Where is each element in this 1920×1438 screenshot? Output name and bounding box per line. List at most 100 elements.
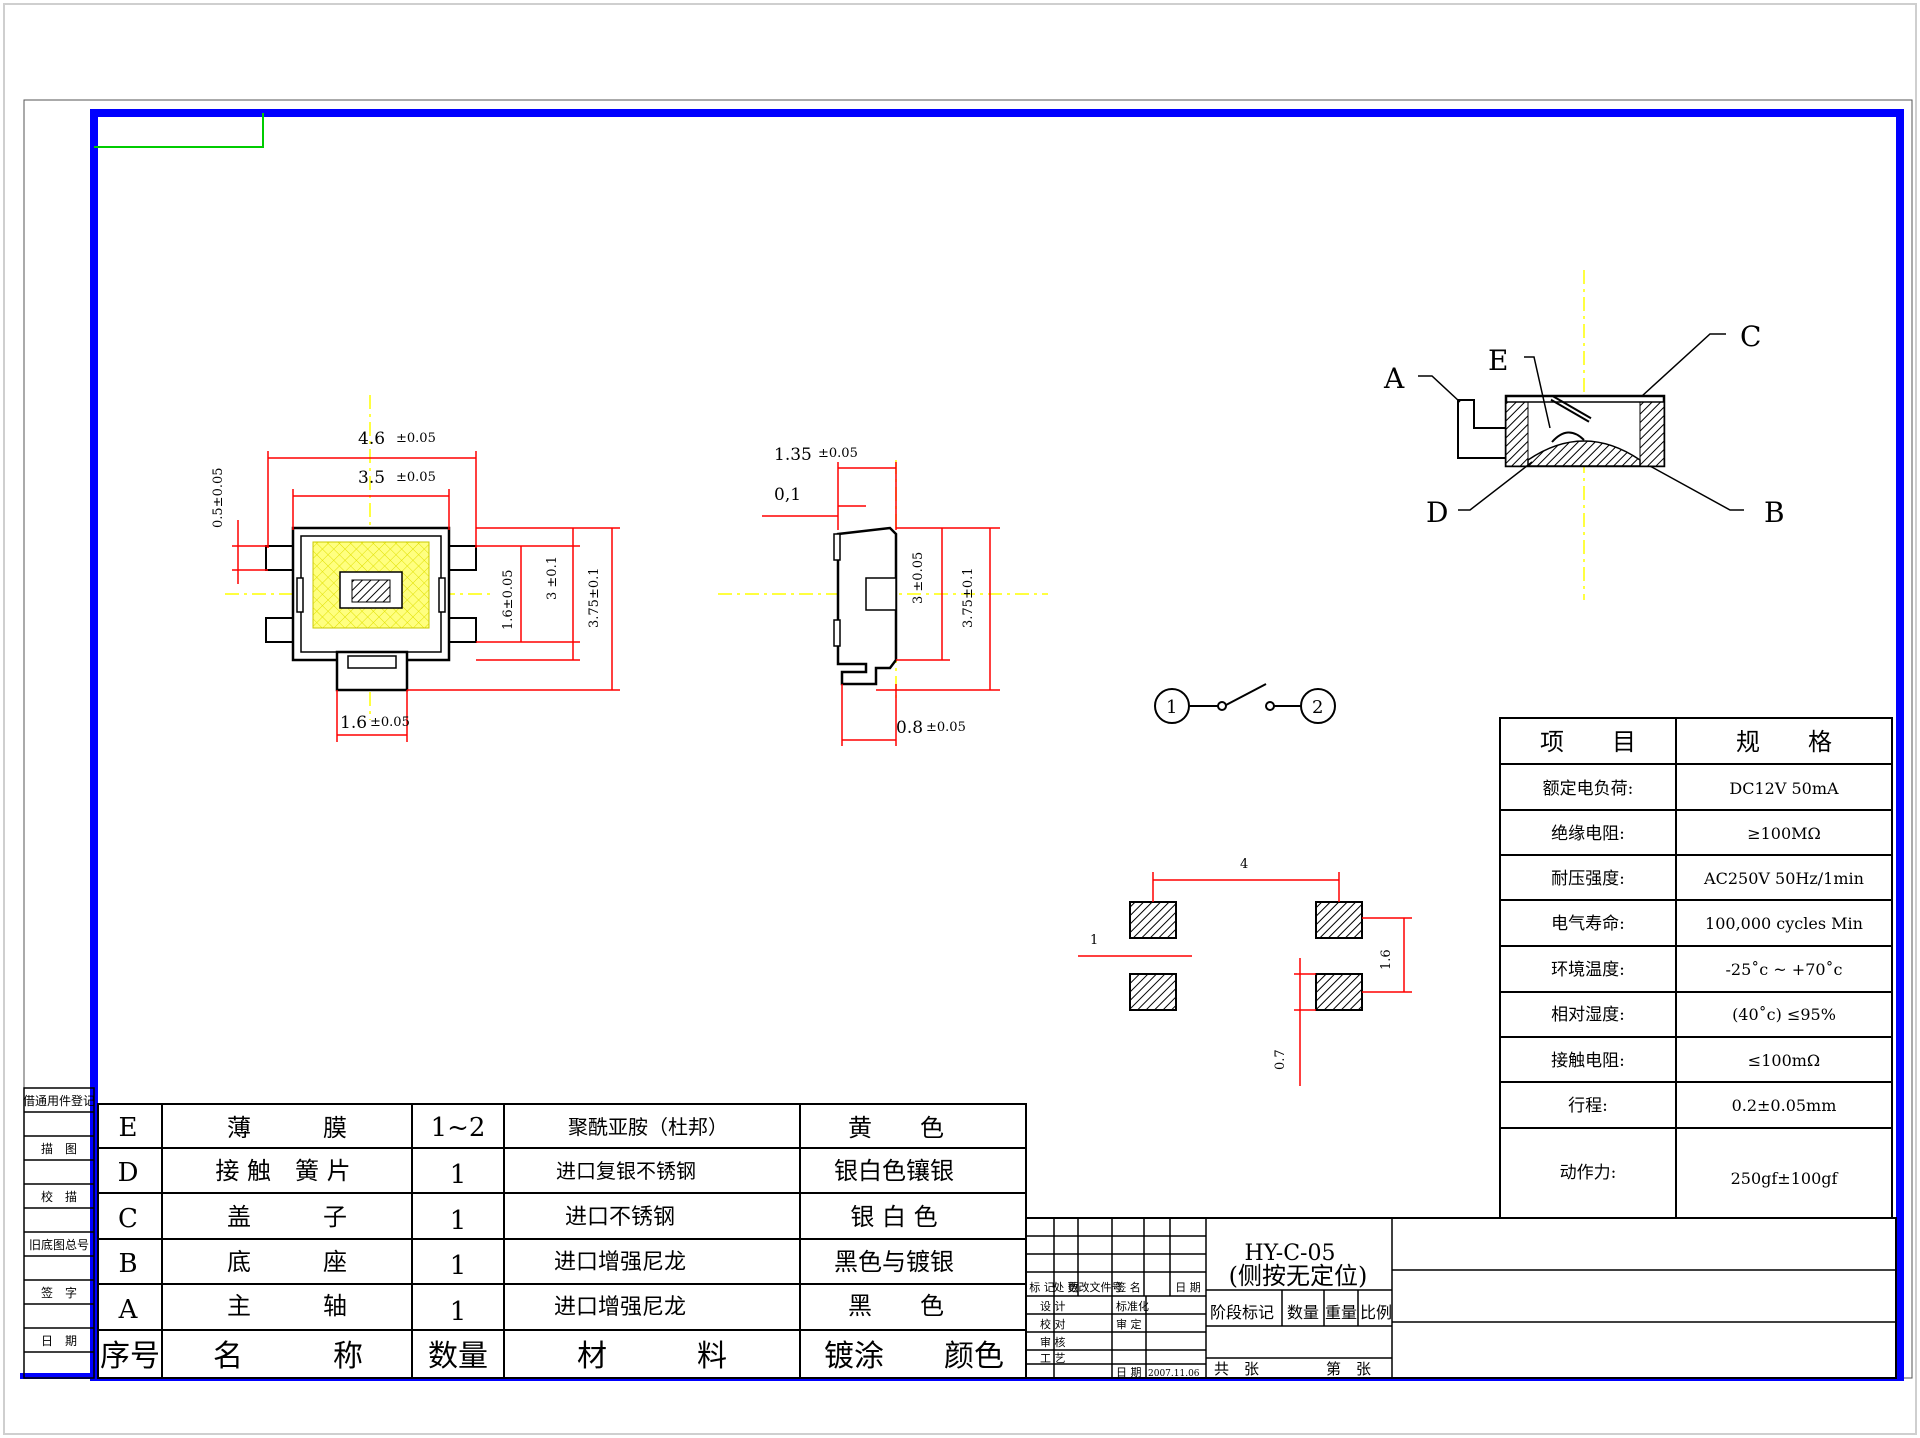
spec-row-label: 相对湿度: [1551, 1005, 1625, 1025]
dim-overall-width: 4.6 [358, 429, 385, 449]
tol-bottom: ±0.05 [926, 720, 966, 735]
bom-header-name: 名 称 [213, 1339, 363, 1374]
rev-header: 标 记 [1029, 1280, 1055, 1294]
stage-header: 数量 [1287, 1303, 1319, 1322]
bom-qty: 1 [450, 1297, 467, 1327]
strip-label: 校 描 [41, 1189, 77, 1204]
bom-index: C [118, 1204, 138, 1234]
spec-row-label: 耐压强度: [1551, 869, 1625, 889]
label-b: B [1764, 496, 1785, 529]
bom-name: 底 座 [227, 1248, 347, 1276]
spec-header-value: 规 格 [1736, 728, 1832, 756]
dim-side-body: 3 ±0.05 [911, 552, 926, 604]
bom-material: 进口增强尼龙 [554, 1250, 686, 1275]
bom-header-qty: 数量 [428, 1339, 488, 1374]
dim-gap: 0,1 [774, 485, 801, 505]
bom-index: D [118, 1158, 139, 1188]
dim-body-height: 3 ±0.1 [545, 556, 560, 600]
green-corner-mark [94, 113, 264, 148]
section-view: A B C D E [1383, 270, 1785, 600]
pad-pitch: 4 [1240, 857, 1248, 872]
bom-qty: 1 [450, 1206, 467, 1236]
dim-side-overall: 3.75±0.1 [961, 567, 976, 628]
dim-bottom: 0.8 [896, 718, 923, 738]
spec-row-label: 电气寿命: [1551, 914, 1625, 934]
drawing-date: 2007.11.06 [1148, 1369, 1200, 1379]
bom-material: 聚酰亚胺（杜邦） [568, 1115, 728, 1139]
bom-index: B [118, 1249, 137, 1279]
rev-header: 处 数 [1053, 1281, 1079, 1294]
tol-overall-width: ±0.05 [396, 431, 436, 446]
bom-header-index: 序号 [100, 1339, 160, 1374]
dim-body-width: 3.5 [358, 468, 385, 488]
spec-row-label: 额定电负荷: [1543, 779, 1634, 799]
spec-row-value: ≥100MΩ [1747, 824, 1821, 843]
spec-row-value: DC12V 50mA [1729, 779, 1839, 798]
spec-row-value: 0.2±0.05mm [1732, 1096, 1837, 1115]
role-label: 标准化 [1116, 1299, 1149, 1313]
spec-row-label: 环境温度: [1551, 960, 1625, 980]
label-e: E [1488, 344, 1508, 377]
title-block: 标 记 处 数 更改文件号 签 名 日 期 设 计 校 对 审 核 工 艺 标准… [1025, 1217, 1897, 1379]
role-label: 审 定 [1116, 1317, 1142, 1331]
bom-header-finish: 镀涂 颜色 [824, 1339, 1004, 1374]
strip-label: 日 期 [41, 1334, 77, 1348]
role-label: 设 计 [1040, 1300, 1066, 1313]
stage-header: 比例 [1360, 1303, 1392, 1322]
dim-top: 1.35 [774, 445, 812, 465]
strip-label: 旧底图总号 [29, 1237, 89, 1252]
pad-height: 1.6 [1379, 949, 1394, 970]
spec-row-value: -25˚c ~ +70˚c [1725, 960, 1842, 979]
bom-finish: 银白色镶银 [834, 1157, 954, 1185]
bom-name: 接 触 簧 片 [215, 1157, 350, 1185]
spec-row-label: 行程: [1568, 1096, 1608, 1116]
tol-top: ±0.05 [818, 446, 858, 461]
label-a: A [1383, 362, 1405, 395]
bom-material: 进口增强尼龙 [554, 1295, 686, 1320]
label-d: D [1426, 496, 1448, 529]
strip-label: 签 字 [41, 1285, 77, 1300]
role-label: 审 核 [1040, 1335, 1066, 1349]
bom-qty: 1~2 [431, 1113, 486, 1143]
spec-row-value: 250gf±100gf [1731, 1169, 1839, 1188]
dim-terminal: 0.5±0.05 [211, 467, 226, 528]
spec-header-item: 项 目 [1540, 728, 1636, 756]
sheet-no: 第 张 [1326, 1360, 1371, 1378]
rev-header: 更改文件号 [1068, 1280, 1123, 1294]
bom-finish: 黑 色 [848, 1292, 944, 1320]
stage-header: 重量 [1325, 1303, 1357, 1322]
left-strip: 借通用件登记 描 图 校 描 旧底图总号 签 字 日 期 [23, 1087, 95, 1379]
dim-actuator: 1.6 [340, 713, 367, 733]
dim-overall-height: 3.75±0.1 [587, 567, 602, 628]
bom-name: 盖 子 [227, 1203, 347, 1231]
spec-row-label: 动作力: [1560, 1163, 1617, 1183]
bom-name: 薄 膜 [227, 1114, 347, 1142]
rev-header: 日 期 [1175, 1281, 1201, 1294]
dim-center: 1.6±0.05 [501, 569, 516, 630]
bom-name: 主 轴 [227, 1292, 347, 1320]
part-name: (侧按无定位) [1229, 1262, 1368, 1290]
pad-gap: 0.7 [1273, 1049, 1288, 1070]
role-label: 校 对 [1040, 1317, 1066, 1331]
spec-row-value: AC250V 50Hz/1min [1703, 869, 1864, 888]
bom-header-material: 材 料 [577, 1339, 727, 1374]
bom-table: E 薄 膜 1~2 聚酰亚胺（杜邦） 黄 色 D 接 触 簧 片 1 进口复银不… [97, 1103, 1027, 1379]
part-number: HY-C-05 [1245, 1241, 1336, 1266]
tol-actuator: ±0.05 [370, 715, 410, 730]
spec-row-value: ≤100mΩ [1748, 1051, 1820, 1070]
bom-material: 进口不锈钢 [565, 1205, 675, 1230]
bom-index: E [119, 1113, 138, 1143]
bom-finish: 黑色与镀银 [834, 1248, 954, 1276]
spec-row-value: (40˚c) ≤95% [1732, 1005, 1836, 1024]
role-label: 日 期 [1116, 1366, 1142, 1379]
bom-finish: 银 白 色 [850, 1203, 937, 1231]
bom-material: 进口复银不锈钢 [556, 1159, 696, 1183]
sheet-border [3, 3, 1917, 1435]
stage-header: 阶段标记 [1210, 1303, 1274, 1322]
front-view: 4.6 ±0.05 3.5 ±0.05 0.5±0.05 1.6±0.05 3 … [211, 395, 620, 742]
side-view: 1.35 ±0.05 0,1 3 ±0.05 3.75±0.1 0.8 ±0.0… [718, 445, 1048, 746]
spec-row-value: 100,000 cycles Min [1705, 914, 1863, 933]
spec-row-label: 接触电阻: [1551, 1051, 1625, 1071]
switch-symbol: 1 2 [1154, 683, 1336, 724]
